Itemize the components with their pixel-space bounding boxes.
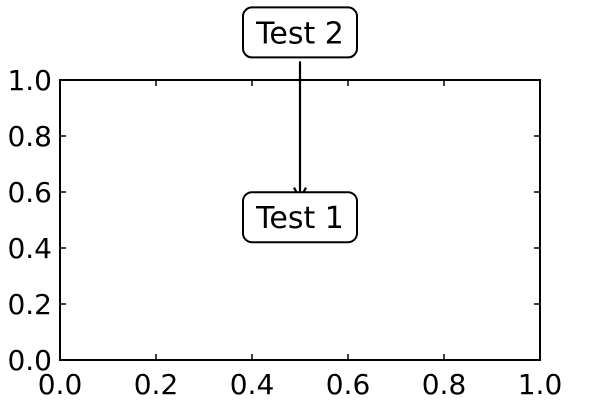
- annotation-box: [242, 191, 358, 244]
- x-tick-label: 0.6: [326, 368, 371, 400]
- y-tick-label: 1.0: [7, 64, 52, 97]
- y-tick-label: 0.2: [7, 288, 52, 321]
- tick-labels-layer: 0.0 0.2 0.4 0.6 0.8 1.0 0.0 0.2 0.4 0.6 0.8 1.0: [7, 64, 562, 400]
- annotation-box: [242, 6, 358, 59]
- y-tick-label: 0.8: [7, 120, 52, 153]
- annotation-text: Test 2: [255, 16, 344, 51]
- x-tick-label: 0.2: [134, 368, 179, 400]
- y-tick-label: 0.4: [7, 232, 52, 265]
- x-tick-label: 0.8: [422, 368, 467, 400]
- y-tick-label: 0.0: [7, 344, 52, 377]
- x-tick-label: 1.0: [518, 368, 563, 400]
- annotations-layer: Test 1 Test 2: [242, 6, 358, 244]
- annotation-text: Test 1: [255, 201, 344, 236]
- x-tick-label: 0.0: [38, 368, 83, 400]
- y-tick-label: 0.6: [7, 176, 52, 209]
- x-tick-label: 0.4: [230, 368, 275, 400]
